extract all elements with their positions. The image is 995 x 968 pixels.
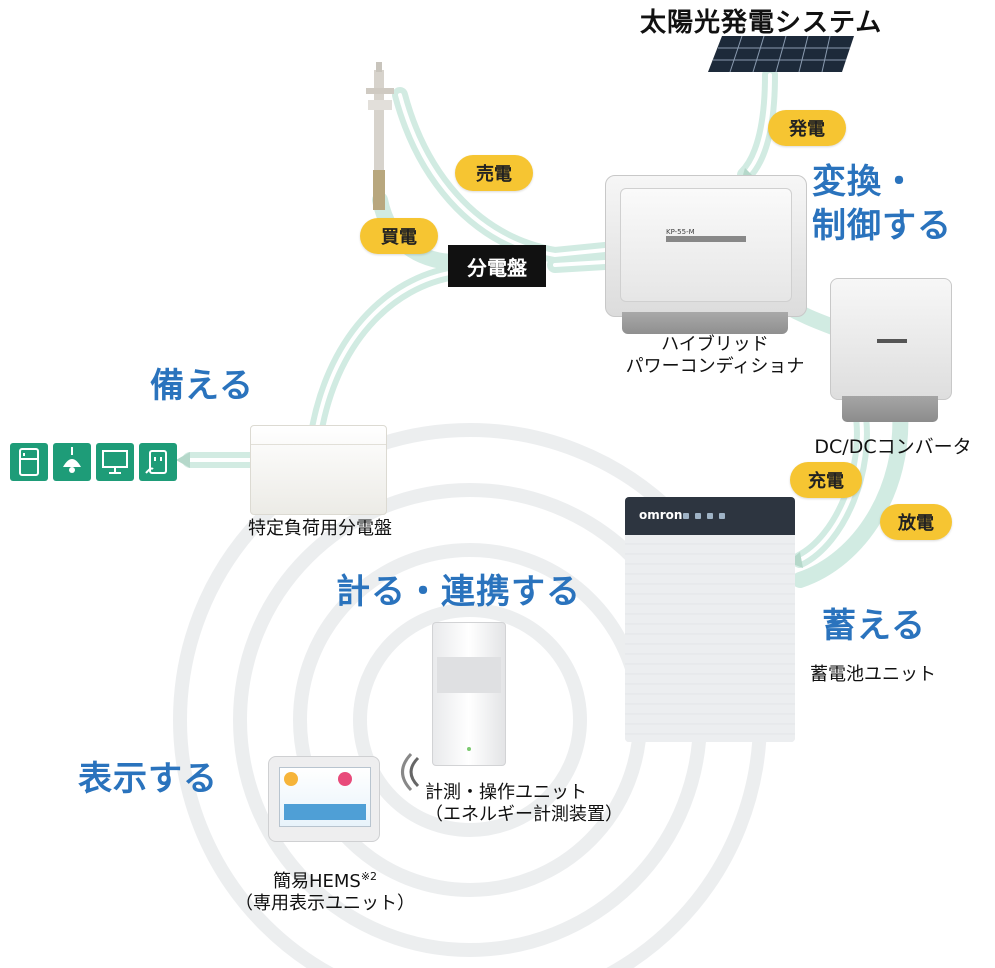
- outlet-icon: [139, 443, 177, 481]
- specific-load-panel-device: [250, 425, 387, 515]
- convert-control-line2: 制御する: [812, 206, 952, 246]
- distribution-panel-label: 分電盤: [448, 245, 546, 287]
- tv-icon: [96, 443, 134, 481]
- prepare-action: 備える: [150, 366, 254, 406]
- measurement-unit-label-line2: （エネルギー計測装置）: [425, 804, 623, 825]
- power-conditioner-base: [622, 312, 788, 334]
- lamp-icon: [53, 443, 91, 481]
- convert-control-action: 変換・ 制御する: [812, 160, 952, 248]
- measure-link-action: 計る・連携する: [336, 572, 581, 612]
- power-conditioner-device: KP-55-M: [605, 175, 807, 317]
- charge-badge: 充電: [790, 462, 862, 498]
- hems-label: 簡易HEMS※2 （専用表示ユニット）: [220, 866, 430, 915]
- battery-top-panel: omron: [625, 497, 795, 535]
- discharge-badge: 放電: [880, 504, 952, 540]
- measurement-unit-label: 計測・操作ユニット （エネルギー計測装置）: [425, 782, 655, 826]
- refrigerator-icon: [10, 443, 48, 481]
- generate-badge: 発電: [768, 110, 846, 146]
- convert-control-line1: 変換・: [812, 162, 917, 202]
- battery-brand-logo: omron: [639, 508, 683, 522]
- solar-panel-icon: [708, 36, 854, 72]
- measurement-unit-label-line1: 計測・操作ユニット: [425, 782, 587, 803]
- wireless-signal-icon: [401, 752, 420, 792]
- dcdc-converter-device: [830, 278, 952, 400]
- dcdc-converter-base: [842, 396, 938, 422]
- battery-unit-label: 蓄電池ユニット: [810, 664, 936, 685]
- solar-system-title: 太陽光発電システム: [640, 8, 883, 38]
- power-conditioner-label: ハイブリッド パワーコンディショナ: [605, 334, 825, 378]
- power-conditioner-label-line2: パワーコンディショナ: [625, 356, 805, 377]
- utility-pole-icon: [366, 62, 394, 210]
- display-action: 表示する: [78, 759, 218, 799]
- hems-label-line2: （専用表示ユニット）: [235, 893, 415, 914]
- specific-load-panel-label: 特定負荷用分電盤: [248, 518, 392, 539]
- battery-unit-device: omron: [625, 497, 795, 742]
- sell-power-badge: 売電: [455, 155, 533, 191]
- hems-screen: [279, 767, 371, 827]
- conditioner-model-label: KP-55-M: [666, 228, 746, 242]
- power-conditioner-label-line1: ハイブリッド: [661, 334, 769, 355]
- dcdc-converter-label: DC/DCコンバータ: [814, 436, 972, 458]
- hems-label-line1: 簡易HEMS※2: [272, 870, 378, 892]
- buy-power-badge: 買電: [360, 218, 438, 254]
- store-action: 蓄える: [822, 606, 926, 646]
- hems-display-device: [268, 756, 380, 842]
- measurement-unit-device: [432, 622, 506, 766]
